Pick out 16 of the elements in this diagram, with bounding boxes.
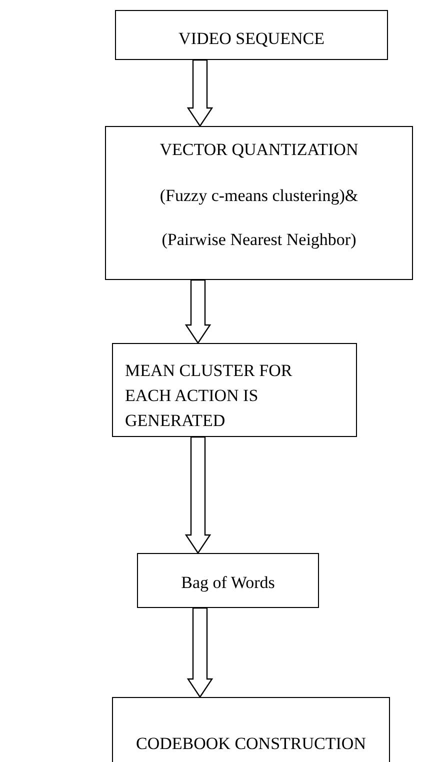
process-box: [137, 553, 319, 608]
hollow-arrow: [186, 607, 214, 698]
box-label: VIDEO SEQUENCE: [178, 28, 326, 50]
box-label: CODEBOOK CONSTRUCTION: [135, 733, 367, 755]
process-box: [105, 126, 413, 280]
process-box: [115, 10, 388, 60]
box-label: (Fuzzy c-means clustering)&: [158, 185, 360, 207]
box-label: (Pairwise Nearest Neighbor): [160, 229, 358, 251]
hollow-arrow: [184, 279, 212, 344]
hollow-arrow: [186, 59, 214, 128]
box-label: MEAN CLUSTER FOR EACH ACTION IS GENERATED: [124, 360, 294, 432]
process-box: [112, 343, 357, 437]
process-box: [112, 697, 390, 762]
box-label: Bag of Words: [180, 572, 276, 594]
box-label: VECTOR QUANTIZATION: [158, 139, 360, 161]
hollow-arrow: [184, 436, 212, 554]
